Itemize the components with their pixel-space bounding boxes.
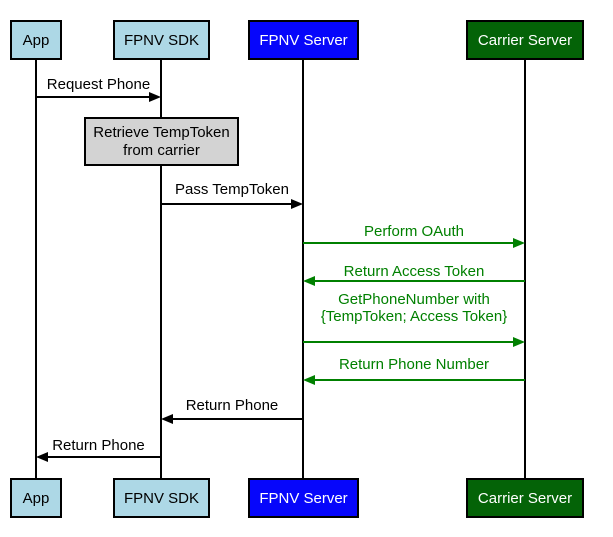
message-label-pass-temptoken: Pass TempToken [175, 181, 289, 198]
message-label-return-phone-app: Return Phone [52, 437, 145, 454]
actor-fpnv-server-top: FPNV Server [248, 20, 359, 60]
lifeline-fpnv-server [302, 60, 304, 478]
actor-fpnv-sdk-top: FPNV SDK [113, 20, 210, 60]
message-label-return-access-token: Return Access Token [343, 263, 485, 280]
actor-fpnv-server-bottom: FPNV Server [248, 478, 359, 518]
arrowhead-left-icon [303, 375, 315, 385]
note-retrieve-temptoken: Retrieve TempToken from carrier [84, 117, 239, 166]
lifeline-app [35, 60, 37, 478]
message-line-return-access-token [314, 280, 525, 282]
message-line-getphonenumber [303, 341, 513, 343]
message-line-return-phone-app [47, 456, 161, 458]
message-line-pass-temptoken [161, 203, 291, 205]
arrowhead-right-icon [513, 238, 525, 248]
arrowhead-left-icon [161, 414, 173, 424]
arrowhead-right-icon [149, 92, 161, 102]
message-label-return-phone-sdk: Return Phone [185, 397, 279, 414]
actor-fpnv-sdk-bottom: FPNV SDK [113, 478, 210, 518]
actor-app-top: App [10, 20, 62, 60]
message-label-request-phone: Request Phone [46, 76, 151, 93]
message-line-request-phone [36, 96, 150, 98]
arrowhead-right-icon [291, 199, 303, 209]
lifeline-carrier-server [524, 60, 526, 478]
message-line-perform-oauth [303, 242, 513, 244]
message-line-return-phone-sdk [172, 418, 303, 420]
arrowhead-left-icon [303, 276, 315, 286]
message-label-perform-oauth: Perform OAuth [363, 223, 465, 240]
actor-app-bottom: App [10, 478, 62, 518]
arrowhead-right-icon [513, 337, 525, 347]
arrowhead-left-icon [36, 452, 48, 462]
actor-carrier-server-bottom: Carrier Server [466, 478, 584, 518]
message-line-return-phone-number [314, 379, 525, 381]
message-label-return-phone-number: Return Phone Number [338, 356, 490, 373]
lifeline-fpnv-sdk [160, 60, 162, 478]
actor-carrier-server-top: Carrier Server [466, 20, 584, 60]
message-label-getphonenumber: GetPhoneNumber with {TempToken; Access T… [320, 291, 508, 325]
